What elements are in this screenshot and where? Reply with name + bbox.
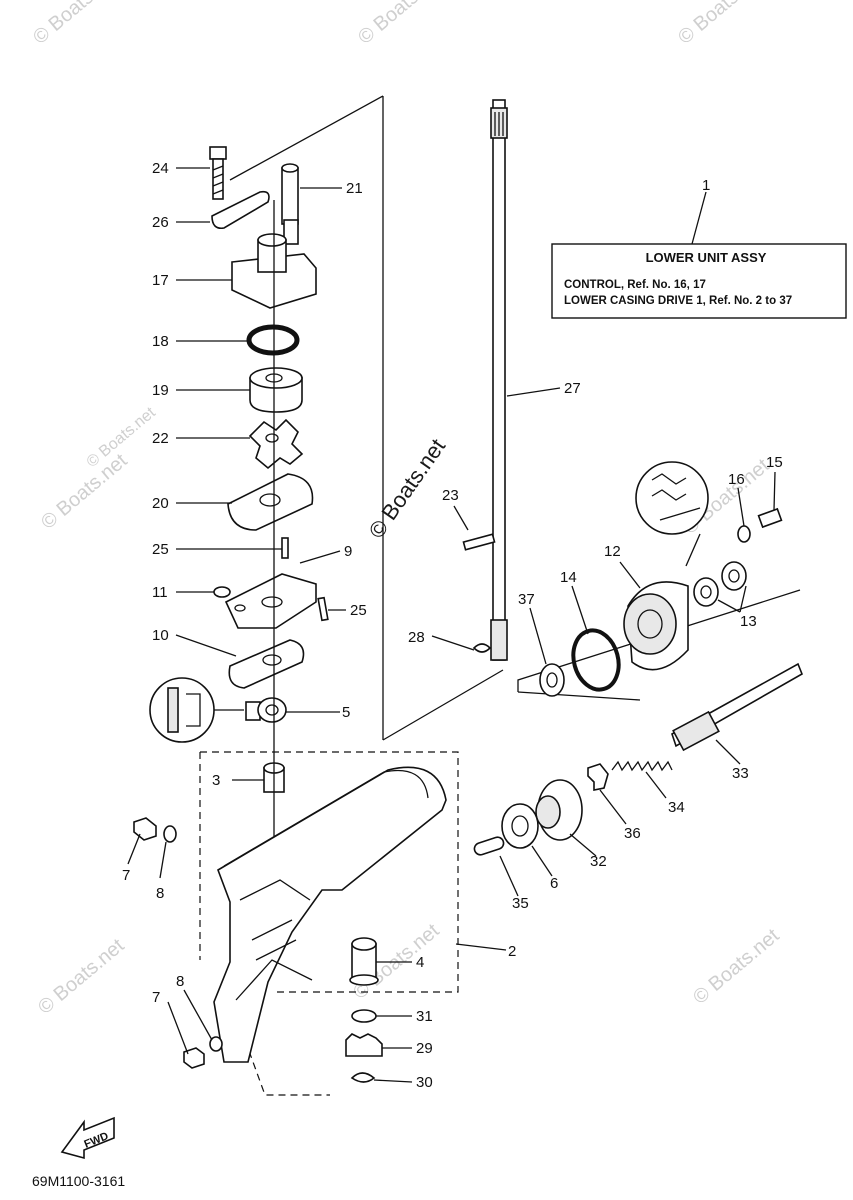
callout-33: 33	[732, 765, 749, 782]
assembly-frame-lines	[199, 95, 504, 1096]
callout-22: 22	[152, 430, 169, 447]
needle-bearings	[693, 561, 747, 607]
bolt	[209, 146, 227, 200]
watermark: © Boats.net	[34, 934, 129, 1018]
callout-3: 3	[212, 772, 220, 789]
callout-4: 4	[416, 954, 424, 971]
screw-and-washer-lower	[183, 1036, 223, 1069]
lower-bushing	[349, 937, 379, 986]
plate	[211, 190, 270, 230]
callout-37: 37	[518, 591, 535, 608]
large-o-ring	[571, 628, 621, 692]
callout-10: 10	[152, 627, 169, 644]
seal-detail-inset	[149, 677, 244, 743]
callout-23: 23	[442, 487, 459, 504]
water-pipe	[281, 163, 299, 245]
info-box-line: LOWER CASING DRIVE 1, Ref. No. 2 to 37	[564, 295, 792, 307]
callout-17: 17	[152, 272, 169, 289]
callout-14: 14	[560, 569, 577, 586]
watermark: © Boats.net	[674, 0, 769, 49]
callout-11: 11	[152, 584, 168, 601]
dowel-pin	[317, 596, 329, 622]
callout-15: 15	[766, 454, 783, 471]
watermark: © Boats.net	[37, 449, 132, 533]
cross-pin	[473, 836, 505, 856]
callout-31: 31	[416, 1008, 433, 1025]
washer	[351, 1009, 377, 1023]
info-box: LOWER UNIT ASSY CONTROL, Ref. No. 16, 17…	[551, 191, 847, 319]
callout-6: 6	[550, 875, 558, 892]
drive-shaft	[490, 99, 508, 661]
ball-bearing	[501, 803, 539, 849]
small-o-ring	[213, 586, 231, 598]
watermark: © Boats.net	[689, 924, 784, 1008]
gasket	[228, 639, 305, 689]
oil-seal-right	[539, 663, 565, 697]
watermark: © Boats.net	[354, 0, 449, 49]
callout-7: 7	[122, 867, 130, 884]
callout-16: 16	[728, 471, 745, 488]
callout-30: 30	[416, 1074, 433, 1091]
callout-34: 34	[668, 799, 685, 816]
diagram-code: 69M1100-3161	[32, 1173, 125, 1189]
bearing-detail-inset	[635, 461, 709, 567]
callout-28: 28	[408, 629, 425, 646]
impeller	[248, 418, 304, 470]
watermark: © Boats.net	[29, 0, 124, 49]
callout-1: 1	[702, 177, 710, 194]
bolt-small	[757, 507, 783, 529]
callout-13: 13	[740, 613, 757, 630]
callout-labels: 1 24 21 26 17 18 19 22 20 25 9 11 25 10 …	[122, 160, 783, 1091]
dowel-pin	[281, 537, 289, 559]
callout-25: 25	[350, 602, 367, 619]
callout-18: 18	[152, 333, 169, 350]
pinion-gear	[345, 1033, 383, 1057]
insert-cartridge	[249, 367, 303, 413]
forward-arrow-icon: FWD	[60, 1116, 115, 1160]
propeller-shaft	[671, 662, 804, 752]
center-watermark: © Boats.net	[364, 434, 451, 543]
callout-20: 20	[152, 495, 169, 512]
callout-8: 8	[156, 885, 164, 902]
callout-5: 5	[342, 704, 350, 721]
callout-36: 36	[624, 825, 641, 842]
pump-case	[224, 573, 317, 629]
callout-27: 27	[564, 380, 581, 397]
callout-29: 29	[416, 1040, 433, 1057]
callout-8: 8	[176, 973, 184, 990]
info-box-title: LOWER UNIT ASSY	[646, 250, 767, 265]
screw-and-washer-upper	[133, 817, 177, 843]
pin-and-clip	[462, 533, 496, 653]
callout-9: 9	[344, 543, 352, 560]
propeller-shaft-frame	[517, 589, 801, 701]
callout-26: 26	[152, 214, 169, 231]
leader-lines	[127, 167, 776, 1083]
washer-small	[737, 525, 751, 543]
clutch-dog	[587, 763, 609, 791]
callout-21: 21	[346, 180, 363, 197]
callout-2: 2	[508, 943, 516, 960]
callout-32: 32	[590, 853, 607, 870]
o-ring	[246, 324, 300, 356]
circlip	[350, 1072, 376, 1083]
propeller-shaft-housing	[623, 581, 689, 671]
callout-7: 7	[152, 989, 160, 1006]
lower-casing	[213, 766, 447, 1063]
callout-24: 24	[152, 160, 169, 177]
callout-35: 35	[512, 895, 529, 912]
outer-plate	[227, 473, 314, 531]
spring	[611, 760, 673, 772]
info-box-line: CONTROL, Ref. No. 16, 17	[564, 279, 706, 291]
callout-12: 12	[604, 543, 621, 560]
callout-25: 25	[152, 541, 169, 558]
forward-gear	[535, 779, 583, 841]
callout-19: 19	[152, 382, 169, 399]
oil-seal	[245, 697, 287, 723]
